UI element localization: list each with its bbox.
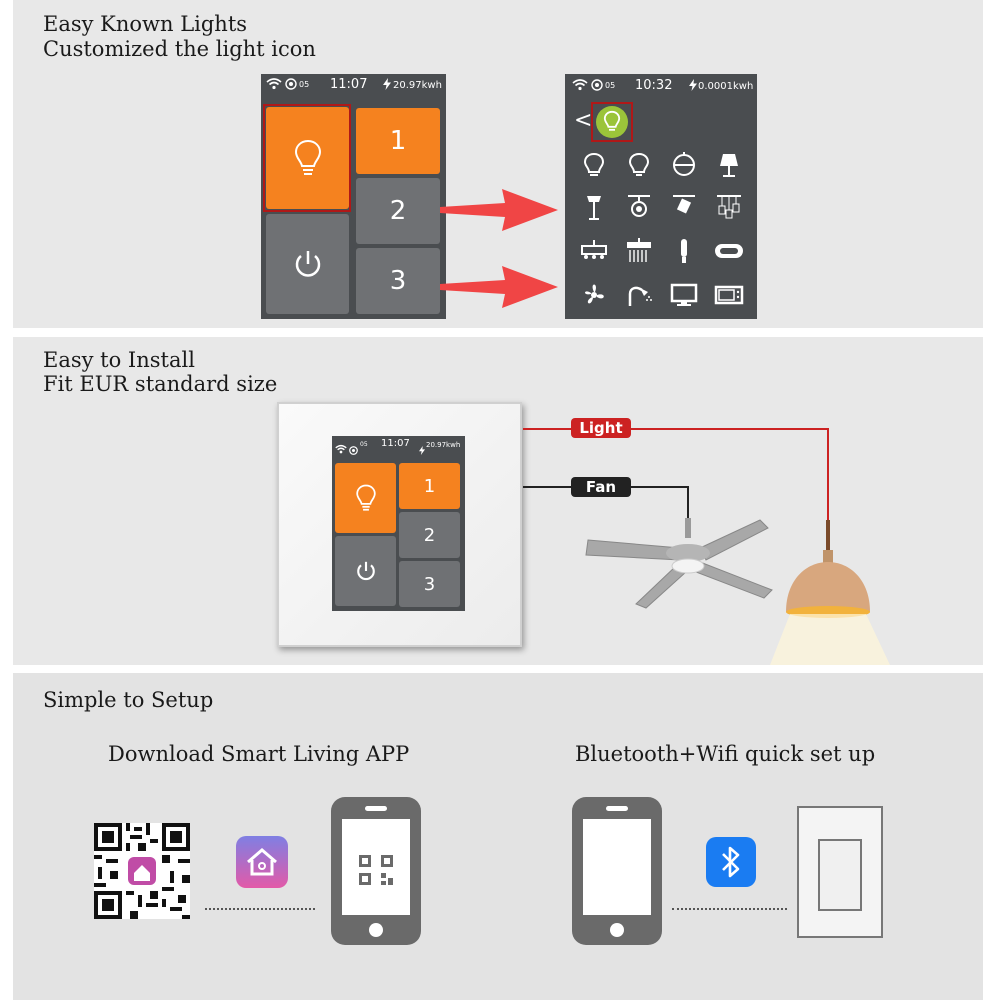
power-icon <box>356 561 375 581</box>
bluetooth-icon[interactable] <box>706 837 756 887</box>
icon-picker-screen: 05 10:32 0.0001kwh < <box>565 74 757 319</box>
shower-icon[interactable] <box>624 280 654 310</box>
section-subtitle: Fit EUR standard size <box>43 372 278 396</box>
energy-reading: 20.97kwh <box>426 441 461 449</box>
signal-count: 05 <box>605 81 616 90</box>
power-icon <box>295 251 320 277</box>
smart-living-app-icon[interactable] <box>236 836 288 888</box>
signal-count: 05 <box>299 80 310 89</box>
download-app-heading: Download Smart Living APP <box>108 742 410 766</box>
wifi-icon <box>335 439 347 458</box>
phone-scan-icon <box>331 797 421 945</box>
arrow-right-icon <box>440 189 558 231</box>
section-title: Easy to Install <box>43 348 195 372</box>
pendant-lights-icon[interactable] <box>714 192 744 222</box>
bolt-icon <box>383 78 391 93</box>
signal-count: 05 <box>360 441 368 448</box>
phone-icon <box>572 797 662 945</box>
status-time: 11:07 <box>381 438 410 449</box>
ceiling-fan-icon <box>585 518 773 609</box>
fan-icon[interactable] <box>579 280 609 310</box>
section-title: Easy Known Lights <box>43 12 248 36</box>
globe-lamp-icon[interactable] <box>669 150 699 180</box>
selected-bulb-icon <box>596 106 628 138</box>
energy-reading: 0.0001kwh <box>698 81 754 92</box>
power-tile[interactable] <box>335 536 396 606</box>
status-bar: 05 10:32 0.0001kwh <box>565 74 757 96</box>
selected-icon-frame[interactable] <box>591 102 633 142</box>
gang-1-button[interactable]: 1 <box>399 463 460 509</box>
fan-wire-label: Fan <box>571 477 631 497</box>
bulb-icon[interactable] <box>579 150 609 180</box>
light-wire-label: Light <box>571 418 631 438</box>
status-time: 11:07 <box>330 77 368 92</box>
section-easy-known-lights: Easy Known Lights Customized the light i… <box>13 0 983 328</box>
tube-light-icon[interactable] <box>669 236 699 266</box>
section-title: Simple to Setup <box>43 688 214 712</box>
panel-light-icon[interactable] <box>714 236 744 266</box>
bulb-icon <box>294 139 321 175</box>
wifi-icon <box>266 77 282 93</box>
light-wire <box>523 428 829 520</box>
dotted-connector <box>205 908 315 910</box>
table-lamp-icon[interactable] <box>714 150 744 180</box>
pendant-lamp-icon <box>770 520 890 665</box>
bluetooth-setup-heading: Bluetooth+Wifi quick set up <box>575 742 876 766</box>
wall-switch-icon <box>797 806 883 938</box>
tv-icon[interactable] <box>669 280 699 310</box>
status-time: 10:32 <box>635 78 673 93</box>
target-icon <box>349 440 358 459</box>
switch-screen-home: 05 11:07 20.97kwh 1 2 3 <box>261 74 446 319</box>
gang-3-button[interactable]: 3 <box>356 248 440 314</box>
qr-code-icon[interactable] <box>94 823 190 919</box>
power-tile[interactable] <box>266 214 349 314</box>
bulb-outline-icon[interactable] <box>624 150 654 180</box>
light-tile[interactable] <box>266 107 349 209</box>
target-icon <box>591 79 603 94</box>
bath-heater-icon[interactable] <box>624 236 654 266</box>
light-tile[interactable] <box>335 463 396 533</box>
bolt-icon <box>689 79 697 94</box>
gang-2-button[interactable]: 2 <box>356 178 440 244</box>
bolt-icon <box>419 440 425 459</box>
gang-3-button[interactable]: 3 <box>399 561 460 607</box>
ceiling-light-icon[interactable] <box>579 236 609 266</box>
microwave-icon[interactable] <box>714 280 744 310</box>
switch-screen-installed: 05 11:07 20.97kwh 1 2 3 <box>332 436 465 611</box>
track-light-icon[interactable] <box>669 192 699 222</box>
back-button[interactable]: < <box>574 108 593 133</box>
spotlight-icon[interactable] <box>624 192 654 222</box>
dotted-connector <box>672 908 787 910</box>
energy-reading: 20.97kwh <box>393 80 442 91</box>
floor-lamp-icon[interactable] <box>579 192 609 222</box>
gang-1-button[interactable]: 1 <box>356 108 440 174</box>
section-subtitle: Customized the light icon <box>43 37 316 61</box>
selection-highlight <box>263 104 351 212</box>
arrow-right-icon <box>440 266 558 308</box>
wifi-icon <box>572 78 588 94</box>
gang-2-button[interactable]: 2 <box>399 512 460 558</box>
target-icon <box>285 78 297 93</box>
status-bar: 05 11:07 20.97kwh <box>261 74 446 96</box>
bulb-icon <box>355 484 376 511</box>
